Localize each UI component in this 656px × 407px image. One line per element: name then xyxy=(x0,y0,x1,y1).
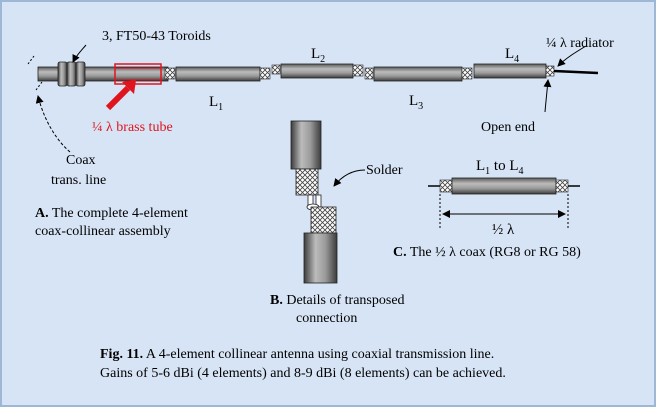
caption-a: A. The complete 4-element xyxy=(35,206,188,221)
feed-coax xyxy=(37,66,169,82)
half-lambda-label: ½ λ xyxy=(492,222,515,238)
coax-section-l3 xyxy=(373,66,463,82)
open-end-label: Open end xyxy=(481,120,535,135)
brass-tube-arrow xyxy=(122,80,136,94)
radiator-arrow xyxy=(557,45,587,67)
coax-line-label-1: Coax xyxy=(66,153,96,168)
solder-arrow xyxy=(333,169,366,187)
half-wave-coax xyxy=(428,177,580,230)
transposed-connection-detail xyxy=(290,120,338,284)
figure-caption-line1: Fig. 11. A 4-element collinear antenna u… xyxy=(100,347,494,362)
coax-section-l4 xyxy=(473,63,547,79)
figure-caption-line2: Gains of 5-6 dBi (4 elements) and 8-9 dB… xyxy=(100,366,506,381)
caption-c: C. The ½ λ coax (RG8 or RG 58) xyxy=(393,245,581,260)
caption-b-line2: connection xyxy=(296,311,357,326)
coax-section-l1 xyxy=(175,66,261,82)
radiator-wire xyxy=(553,69,599,75)
l2-label: L2 xyxy=(311,46,325,65)
toroids-label: 3, FT50-43 Toroids xyxy=(102,29,211,44)
solder-label: Solder xyxy=(366,163,403,178)
l1-label: L1 xyxy=(209,94,223,113)
l1-to-l4-label: L1 to L4 xyxy=(476,158,524,177)
toroids xyxy=(57,61,86,87)
coax-line-arrow xyxy=(35,95,71,153)
coax-section-l2 xyxy=(280,63,354,79)
l4-label: L4 xyxy=(505,46,519,65)
transposed-connection xyxy=(164,67,176,80)
caption-b: B. Details of transposed xyxy=(270,293,405,308)
open-end-arrow xyxy=(543,79,552,113)
brass-tube-label: ¼ λ brass tube xyxy=(92,120,173,135)
toroids-arrow xyxy=(72,44,87,63)
brass-tube xyxy=(114,63,162,85)
caption-a-line2: coax-collinear assembly xyxy=(35,224,171,239)
radiator-label: ¼ λ radiator xyxy=(546,36,614,51)
coax-line-label-2: trans. line xyxy=(51,173,106,188)
coax-collinear-assembly xyxy=(37,61,599,87)
l3-label: L3 xyxy=(409,93,423,112)
